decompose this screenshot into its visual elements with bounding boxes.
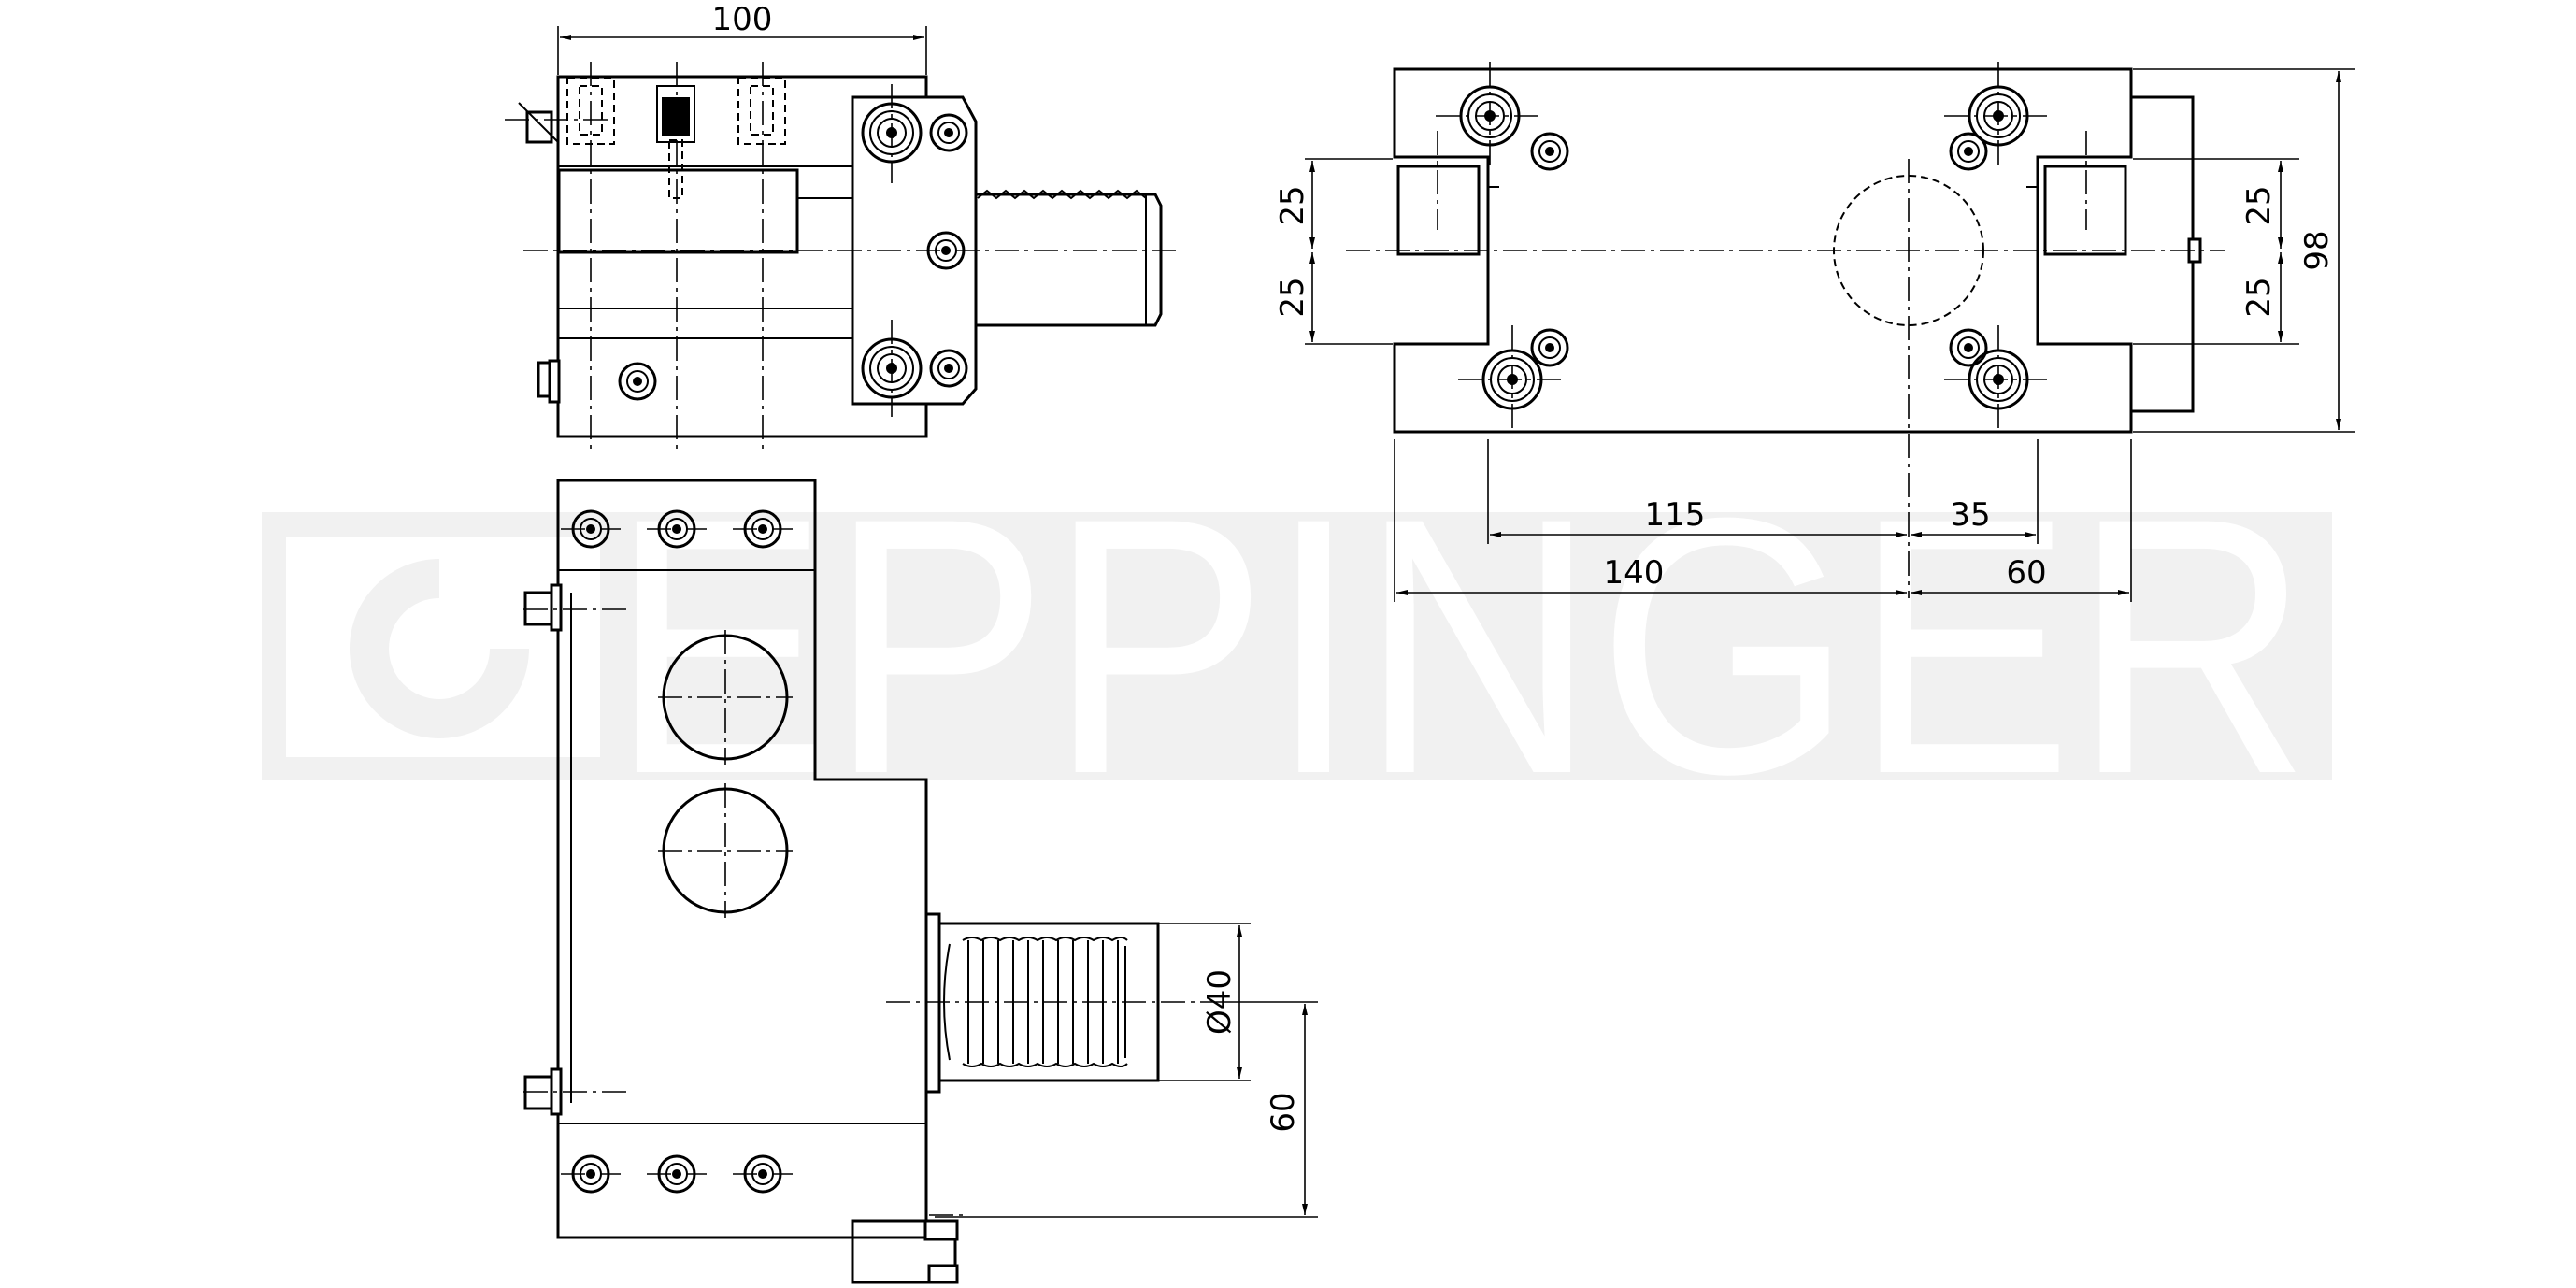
dimension-length-60-label: 60 [2006,554,2046,592]
watermark: EPPINGER [262,442,2332,850]
top-view-pin-upper [525,110,553,144]
dimension-spacing-35: 35 [1911,496,2036,537]
watermark-backdrop [262,512,2332,780]
dimension-left-offset-lower-label: 25 [1274,277,1311,317]
dimension-length-140-label: 140 [1604,554,1665,592]
dimension-right-offset-upper-label: 25 [2240,185,2278,225]
dimension-length-140: 140 [1396,554,1907,595]
dimension-spacing-115-label: 115 [1645,496,1706,534]
dimension-height-98: 98 [2133,68,2355,433]
dimension-spacing-35-label: 35 [1950,496,1990,534]
watermark-brand: EPPINGER [609,442,2311,850]
top-view-shank [976,193,1163,327]
side-view-bolts [1459,85,2029,410]
top-view-clamp-plate [851,95,978,406]
front-view: Ø40 60 [523,479,1318,1284]
watermark-logo-mark [286,537,600,757]
dimension-top-width: 100 [557,1,927,75]
top-view-clamp-bar [557,168,799,254]
dimension-height-98-label: 98 [2298,230,2336,270]
dimension-right-offset-lower-label: 25 [2240,277,2278,317]
front-view-stub [851,1219,957,1284]
dimension-shank-height-label: 60 [1265,1092,1302,1132]
side-view-body [1393,67,2133,434]
top-view-hidden-screws [566,78,786,199]
top-view: 100 [505,1,1180,454]
side-view-slot-right [2043,165,2127,256]
dimension-left-offsets: 25 25 [1274,158,1393,345]
dimension-left-offset-upper-label: 25 [1274,185,1311,225]
front-view-body [556,479,928,1239]
side-view-slot-left [1396,165,1481,256]
dimension-top-width-label: 100 [712,1,773,38]
side-view-end-plate [2131,95,2195,413]
dimension-shank-height: 60 [935,1001,1318,1218]
front-view-shank [924,912,1160,1094]
dimension-length-60: 60 [1911,554,2129,595]
side-view: 115 35 140 60 98 25 [1274,62,2355,602]
dimension-spacing-115: 115 [1490,496,1907,537]
dimension-right-offsets: 25 25 [2133,158,2299,345]
